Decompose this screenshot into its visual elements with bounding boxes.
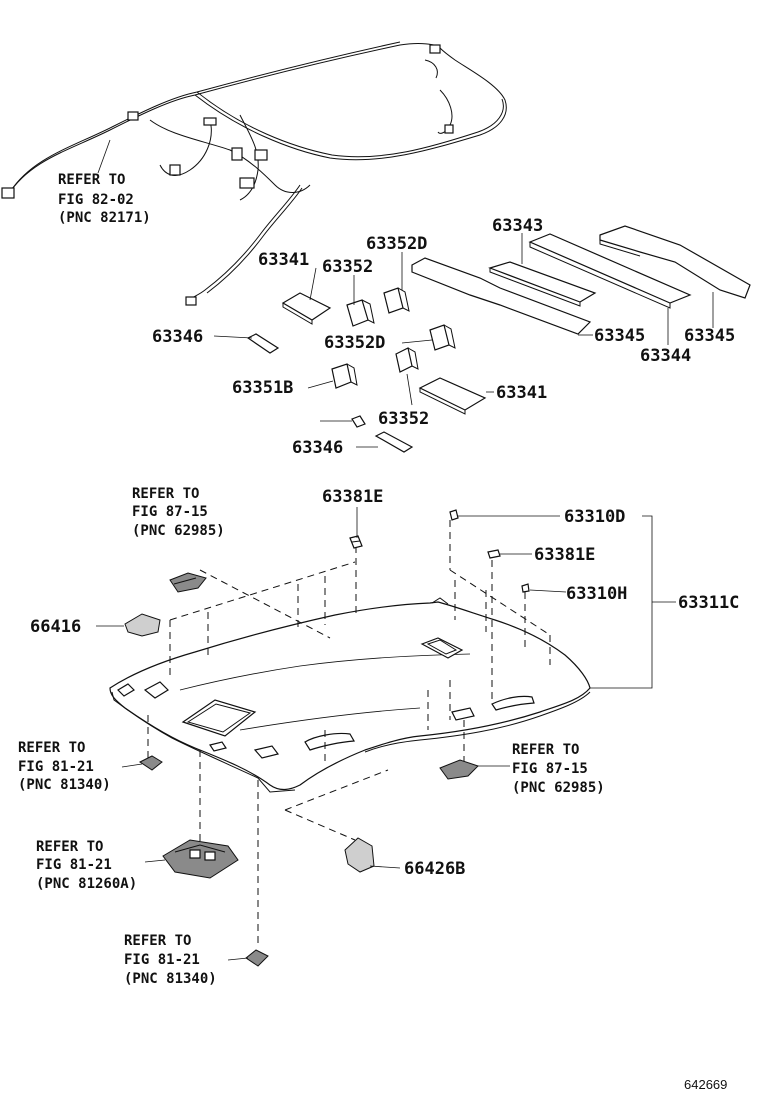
ref-lamp-bottom-line1: REFER TO (124, 933, 191, 949)
roof-wire-harness (1, 41, 507, 306)
label-63352d-top: 63352D (366, 234, 427, 254)
wire-ref-line1: REFER TO (58, 172, 125, 188)
ref-map-lamp-line3: (PNC 81260A) (36, 876, 137, 892)
assembly-dashed-lines (147, 520, 551, 948)
clips-and-fasteners (349, 509, 530, 593)
visor-holder-top (169, 572, 207, 593)
ref-lamp-left-line3: (PNC 81340) (18, 777, 111, 793)
pad-leader-lines (213, 233, 714, 448)
label-63341-mid: 63341 (496, 383, 547, 403)
map-lamp (162, 839, 239, 879)
label-63352-mid: 63352 (378, 409, 429, 429)
wire-harness-reference: REFER TO FIG 82-02 (PNC 82171) (58, 139, 151, 226)
roof-insulation-pads (411, 225, 751, 335)
wire-ref-line2: FIG 82-02 (58, 192, 134, 208)
ref-visor-right-line1: REFER TO (512, 742, 579, 758)
visor-holder-right (439, 759, 479, 780)
label-63345-a: 63345 (594, 326, 645, 346)
ref-lamp-bottom-line2: FIG 81-21 (124, 952, 200, 968)
ref-visor-top-line1: REFER TO (132, 486, 199, 502)
ref-visor-right-line2: FIG 87-15 (512, 761, 588, 777)
wire-ref-line3: (PNC 82171) (58, 210, 151, 226)
drawing-code: 642669 (684, 1077, 727, 1092)
label-63344: 63344 (640, 346, 691, 366)
ref-map-lamp-line1: REFER TO (36, 839, 103, 855)
ref-visor-right-line3: (PNC 62985) (512, 780, 605, 796)
label-63341-top: 63341 (258, 250, 309, 270)
label-63351b: 63351B (232, 378, 293, 398)
ref-lamp-bottom-line3: (PNC 81340) (124, 971, 217, 987)
headliner-panel (109, 597, 591, 793)
label-63381e-mid: 63381E (534, 545, 595, 565)
ref-lamp-left-line2: FIG 81-21 (18, 759, 94, 775)
dome-lamp-left (139, 755, 163, 771)
label-63310h: 63310H (566, 584, 627, 604)
headliner-labels: REFER TO FIG 87-15 (PNC 62985) 63381E 63… (18, 486, 739, 1092)
label-63352-top: 63352 (322, 257, 373, 277)
label-66426b: 66426B (404, 859, 465, 879)
label-63345-b: 63345 (684, 326, 735, 346)
label-66416: 66416 (30, 617, 81, 637)
label-63352d-mid: 63352D (324, 333, 385, 353)
pad-labels: 63343 63352D 63341 63352 63346 63345 633… (152, 216, 735, 458)
label-63310d: 63310D (564, 507, 625, 527)
label-63311c: 63311C (678, 593, 739, 613)
headliner-leader-lines (96, 507, 676, 961)
ref-visor-top-line2: FIG 87-15 (132, 504, 208, 520)
ref-lamp-left-line1: REFER TO (18, 740, 85, 756)
label-63346-bot: 63346 (292, 438, 343, 458)
clip-66416 (124, 613, 161, 637)
ref-map-lamp-line2: FIG 81-21 (36, 857, 112, 873)
label-63381e-top: 63381E (322, 487, 383, 507)
ref-visor-top-line3: (PNC 62985) (132, 523, 225, 539)
clip-66426b (344, 837, 375, 873)
label-63343: 63343 (492, 216, 543, 236)
small-insulation-blocks (246, 287, 487, 453)
dome-lamp-bottom (245, 949, 269, 967)
label-63346-top: 63346 (152, 327, 203, 347)
